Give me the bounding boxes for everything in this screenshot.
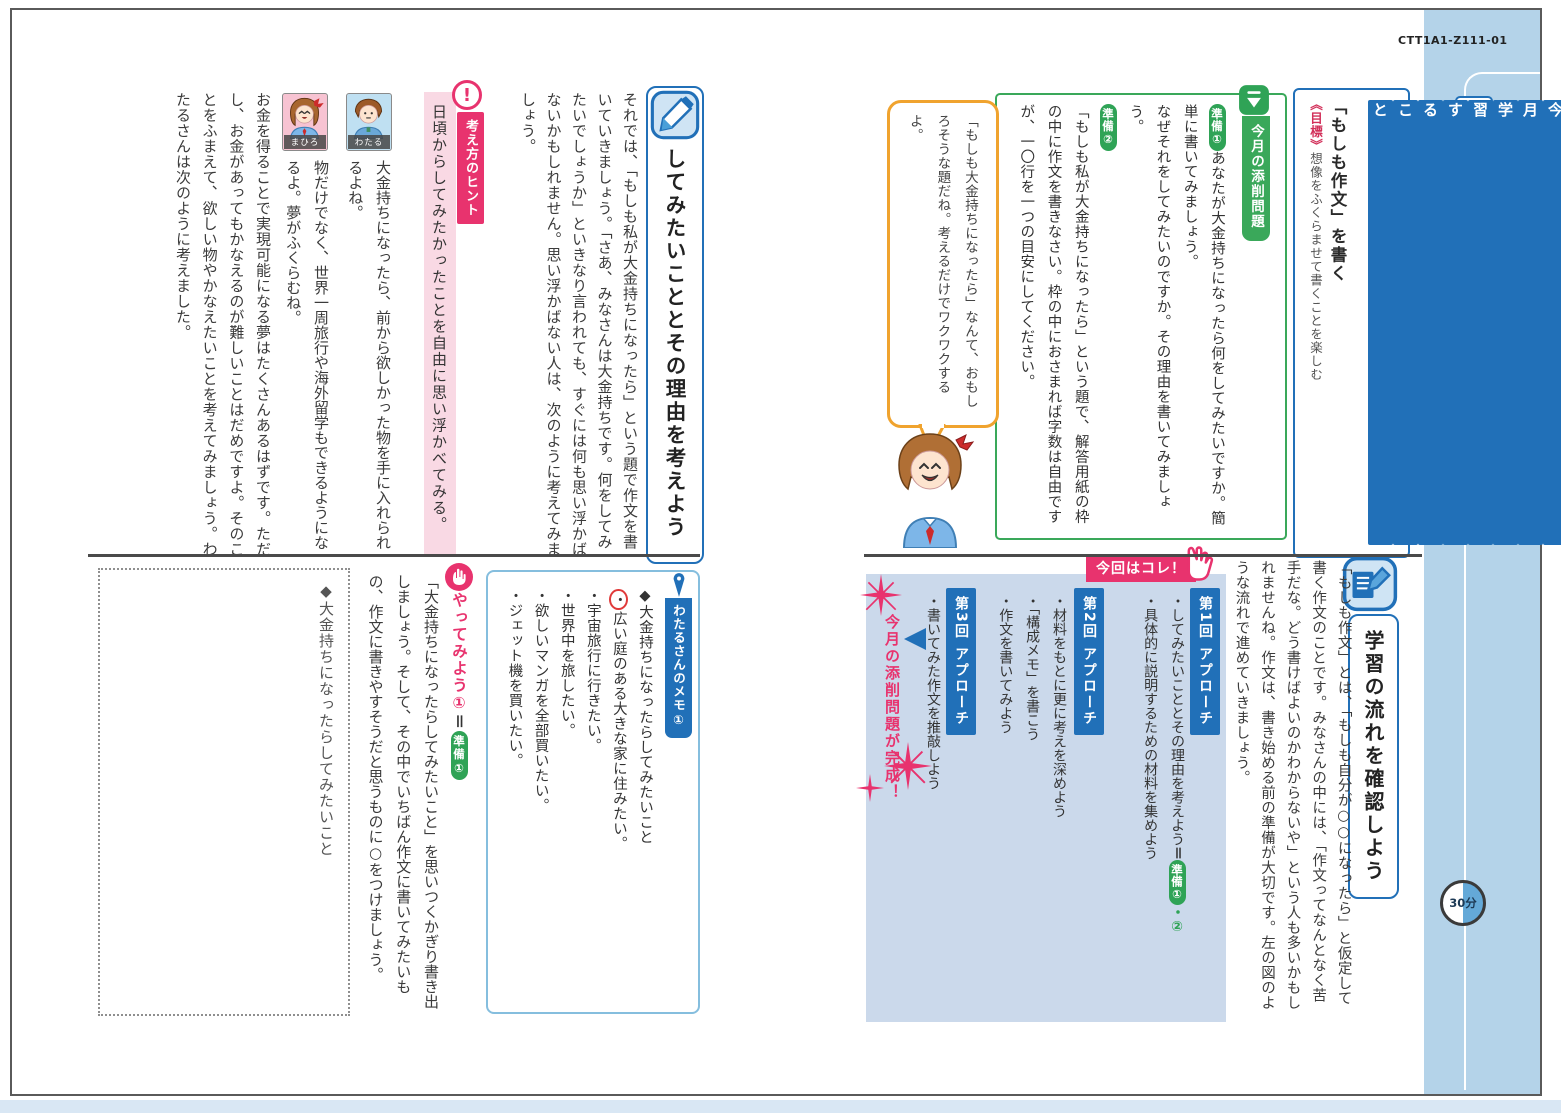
try-section-body: 「大金持ちになったらしてみたいこと」を思いつくかぎり書き出しましょう。そして、そ… [366,574,441,1009]
avatar-name: わたる [348,135,390,149]
divider-line [864,554,1422,557]
prep-badge: 準備① [450,730,468,781]
pencil-icon [650,90,700,140]
memo-item1: 広い庭のある大きな家に住みたい。 [610,611,627,851]
pen-nib-icon [666,572,692,598]
hint-label: 考え方のヒント [457,112,484,224]
flow-round1-item2: ・具体的に説明するための材料を集めよう [1142,594,1159,860]
prep-badge-2: ・② [1169,905,1185,935]
avatar-wataru: わたる [346,93,392,151]
prep2-badge: 準備② [1099,104,1117,151]
flow-diagram-box [866,574,1226,1022]
bottom-margin-strip [0,1100,1561,1113]
flow-round1-items: ・してみたいこととその理由を考えよう＝準備①・② ・具体的に説明するための材料を… [1122,594,1190,1018]
duration-clock-icon: 30分 [1440,880,1486,926]
memo-item5: ・ジェット機を買いたい。 [506,588,523,768]
speech-bubble [887,100,999,428]
memo-box [486,570,700,1014]
prep2-text: 「もしも私が大金持ちになったら」という題で、解答用紙の枠の中に作文を書きなさい。… [1018,104,1089,524]
avatar-name: まひろ [284,135,326,149]
flow-round3-item: ・書いてみた作文を推敲しよう [925,594,941,790]
monthly-goal-content: 今月学習すること 「もしも作文」を書く 《目標》想像をふくらませて書くことを楽し… [1306,98,1561,546]
equals-sign: ＝ [1169,846,1185,860]
wataru-speech: 大金持ちになったら、前から欲しかった物を手に入れられるよね。 [346,160,392,550]
writing-answer-box[interactable] [98,568,350,1016]
assignment-content: 準備①あなたが大金持ちになったら何をしてみたいですか。簡単に書いてみましょう。 … [1004,104,1230,528]
memo-item3: ・世界中を旅したい。 [558,588,575,738]
assignment-ribbon-icon [1238,84,1270,116]
document-code: CTT1A1-Z111-01 [1398,34,1508,47]
pointing-hand-icon [1182,544,1216,590]
monthly-goal-topic: 「もしも作文」を書く [1328,98,1347,283]
flow-round1-label: 第1回 アプローチ [1190,588,1220,735]
equals-sign: ＝ [450,713,468,731]
divider-line [88,554,700,557]
exclamation-icon: ! [452,80,482,110]
speech-bubble-text: 「もしも大金持ちになったら」なんて、おもしろそうな題だね。考えるだけでワクワクす… [906,114,979,408]
goal-text: 想像をふくらませて書くことを楽しむ [1308,152,1323,382]
flow-round2-item2: ・「構成メモ」を書こう [1024,594,1041,741]
prep1-text: あなたが大金持ちになったら何をしてみたいですか。簡単に書いてみましょう。 [1181,104,1225,526]
flow-round2-label: 第2回 アプローチ [1074,588,1104,735]
flow-round3-label: 第3回 アプローチ [946,588,976,735]
red-circle-mark: ・ [609,589,628,610]
flow-round2-item1: ・材料をもとに更に考えを深めよう [1051,594,1067,818]
learn-flow-header: 学習の流れを確認しよう [1348,614,1399,899]
sparkle-icon [884,742,932,790]
mahiro-speech: 物だけでなく、世界一周旅行や海外留学もできるようになるよ。夢がふくらむね。 [284,160,330,550]
sidebar-decoration-line [1464,72,1540,1090]
flow-round2-items: ・材料をもとに更に考えを深めよう ・「構成メモ」を書こう ・作文を書いてみよう [990,594,1072,1018]
think-section-body: それでは、「もしも私が大金持ちになったら」という題で作文を書いていきましょう。「… [519,92,639,557]
flow-round1-item1: ・してみたいこととその理由を考えよう [1169,594,1185,846]
girl-character-illustration [878,428,982,549]
guide-text: お金を得ることで実現可能になる夢はたくさんあるはずです。ただし、お金があってもか… [173,92,272,557]
sparkle-icon [860,574,902,616]
memo-tag-label: わたるさんのメモ① [665,598,692,738]
monthly-goal-header: 今月学習すること [1368,98,1561,546]
think-section-title: してみたいこととその理由を考えよう [662,148,686,539]
think-section-header-box [646,86,704,564]
try-section-header: やってみよう①＝準備① [444,562,474,1022]
assignment-ribbon-label: 今月の添削問題 [1242,116,1270,241]
prep1-text2: なぜそれをしてみたいのですか。その理由を書いてみましょう。 [1127,104,1171,509]
learn-flow-intro: 「もしも作文」とは、「もしも自分が○○になったら」と仮定して書く作文のことです。… [1233,560,1352,1010]
sparkle-icon [856,774,884,802]
memo-title: ◆大金持ちになったらしてみたいこと [637,588,653,845]
memo-content: ◆大金持ちになったらしてみたいこと ・広い庭のある大きな家に住みたい。 ・宇宙旅… [494,588,658,998]
monthly-goal-line: 《目標》想像をふくらませて書くことを楽しむ [1308,98,1323,382]
hint-text: 日頃からしてみたかったことを自由に思い浮かべてみる。 [430,104,448,533]
duration-label: 30分 [1449,896,1477,910]
hint-highlight-strip [424,92,456,554]
prep-badge-1: 準備① [1168,860,1186,905]
left-arrow-icon [904,628,926,650]
memo-item2: ・宇宙旅行に行きたい。 [584,588,601,753]
try-label: やってみよう① [450,592,468,714]
avatar-mahiro: まひろ [282,93,328,151]
hand-circle-icon [445,562,473,592]
book-pencil-icon [1342,556,1398,612]
memo-item1-bullet: ・ [610,592,627,607]
memo-item4: ・欲しいマンガを全部買いたい。 [532,588,549,813]
this-time-tag: 今回はコレ！ [1086,554,1196,582]
goal-label: 《目標》 [1308,98,1323,152]
flow-round2-item3: ・作文を書いてみよう [997,594,1014,734]
prep1-badge: 準備① [1208,104,1226,151]
writing-box-title: ◆大金持ちになったらしてみたいこと [317,582,335,857]
